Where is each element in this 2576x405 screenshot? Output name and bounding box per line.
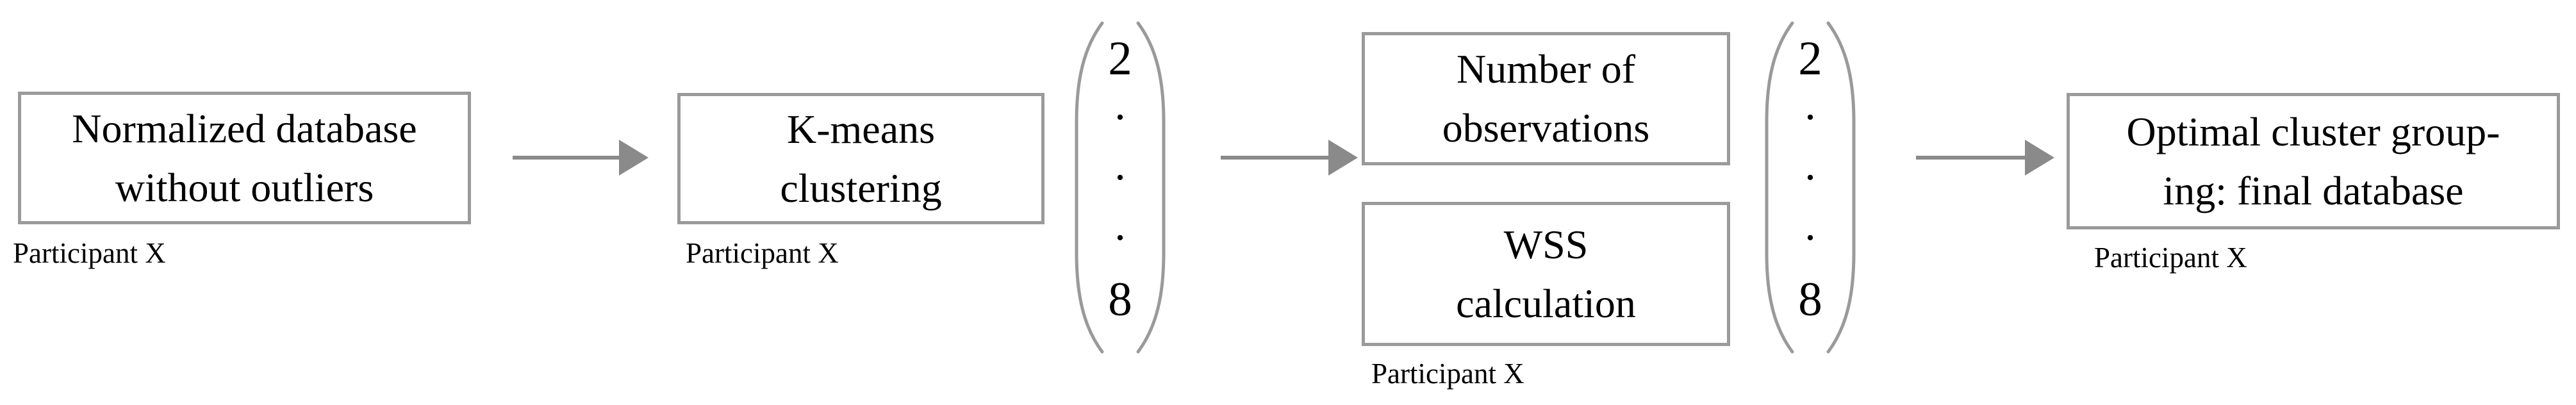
parentheses-icon [1765,21,1856,354]
k-range-bracket [1072,19,1168,356]
bracket-item: . [1114,80,1126,129]
node-text-line: K-means [786,106,936,152]
flow-arrow-head-icon [1328,140,1358,176]
node-text-line: Normalized database [72,105,417,151]
bracket-item: . [1804,140,1816,190]
k-range-bracket [1762,19,1858,356]
node-normalized-database: Normalized database without outliers [18,92,471,224]
node-text-line: calculation [1456,280,1636,326]
node-wss-calculation: WSS calculation [1362,202,1730,346]
flow-arrow-head-icon [619,140,648,176]
node-text-line: observations [1442,105,1650,151]
bracket-item: 8 [1798,273,1822,326]
node-text-line: ing: final database [2163,167,2464,213]
parentheses-icon [1075,21,1166,354]
node-text-line: WSS [1503,221,1589,267]
right-parenthesis [1826,21,1856,354]
node-text-line: Optimal cluster group- [2126,108,2500,154]
participant-label: Participant X [2094,242,2247,274]
node-text-line: clustering [780,165,942,211]
left-parenthesis [1765,21,1794,354]
bracket-item: 2 [1798,32,1822,85]
node-optimal-cluster-grouping: Optimal cluster group- ing: final databa… [2067,93,2560,229]
left-parenthesis [1075,21,1104,354]
k-range-values: 2 . . . 8 [1762,19,1858,356]
flow-arrow-line [1221,156,1330,160]
flow-arrow-head-icon [2025,140,2054,176]
bracket-item: . [1804,201,1816,250]
bracket-item: . [1804,80,1816,129]
flow-arrow-line [1916,156,2026,160]
k-range-values: 2 . . . 8 [1072,19,1168,356]
bracket-item: 8 [1108,273,1132,326]
participant-label: Participant X [13,237,166,269]
node-number-of-observations: Number of observations [1362,32,1730,165]
participant-label: Participant X [686,237,839,269]
node-text-line: without outliers [115,164,374,210]
right-parenthesis [1136,21,1166,354]
participant-label: Participant X [1371,358,1524,390]
bracket-item: . [1114,201,1126,250]
bracket-item: 2 [1108,32,1132,85]
node-kmeans-clustering: K-means clustering [677,93,1044,224]
bracket-item: . [1114,140,1126,190]
flow-arrow-line [513,156,620,160]
node-text-line: Number of [1456,46,1636,92]
